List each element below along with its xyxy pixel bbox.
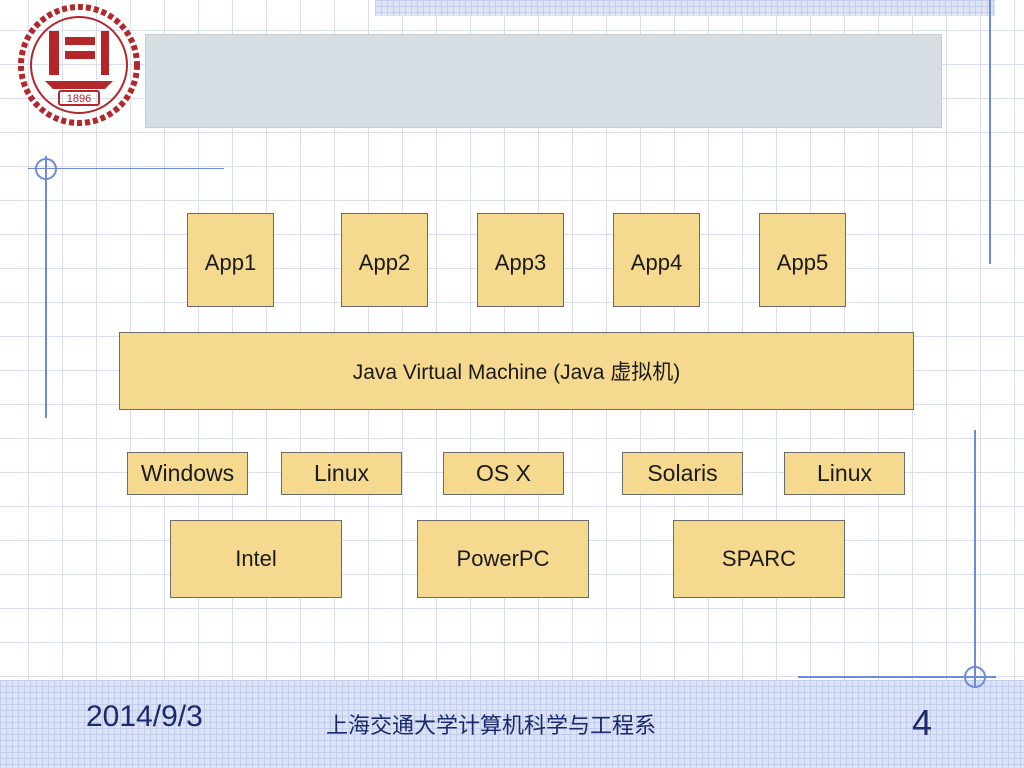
decor-circle-right — [964, 666, 986, 688]
app-box-1: App1 — [187, 213, 274, 307]
app-box-3: App3 — [477, 213, 564, 307]
os-box-osx: OS X — [443, 452, 564, 495]
footer-date: 2014/9/3 — [86, 700, 203, 733]
decor-circle-left — [35, 158, 57, 180]
footer-band — [0, 680, 1024, 768]
os-box-windows: Windows — [127, 452, 248, 495]
slide-title-placeholder — [145, 34, 942, 128]
app-box-2: App2 — [341, 213, 428, 307]
cpu-box-powerpc: PowerPC — [417, 520, 589, 598]
university-logo: 1896 — [18, 4, 140, 126]
footer-department: 上海交通大学计算机科学与工程系 — [326, 713, 657, 738]
cpu-box-sparc: SPARC — [673, 520, 845, 598]
decor-line-left-horizontal — [28, 168, 224, 169]
jvm-box: Java Virtual Machine (Java 虚拟机) — [119, 332, 914, 410]
app-box-4: App4 — [613, 213, 700, 307]
decor-line-left-vertical — [45, 156, 47, 418]
os-box-linux-1: Linux — [281, 452, 402, 495]
decor-line-right-horizontal — [798, 676, 996, 678]
decor-line-right-bottom — [974, 430, 976, 688]
top-decor-band — [375, 0, 995, 16]
cpu-box-intel: Intel — [170, 520, 342, 598]
os-box-linux-2: Linux — [784, 452, 905, 495]
logo-year-text: 1896 — [67, 93, 91, 105]
os-box-solaris: Solaris — [622, 452, 743, 495]
app-box-5: App5 — [759, 213, 846, 307]
page-number: 4 — [912, 702, 933, 743]
decor-line-right-top — [989, 0, 991, 264]
